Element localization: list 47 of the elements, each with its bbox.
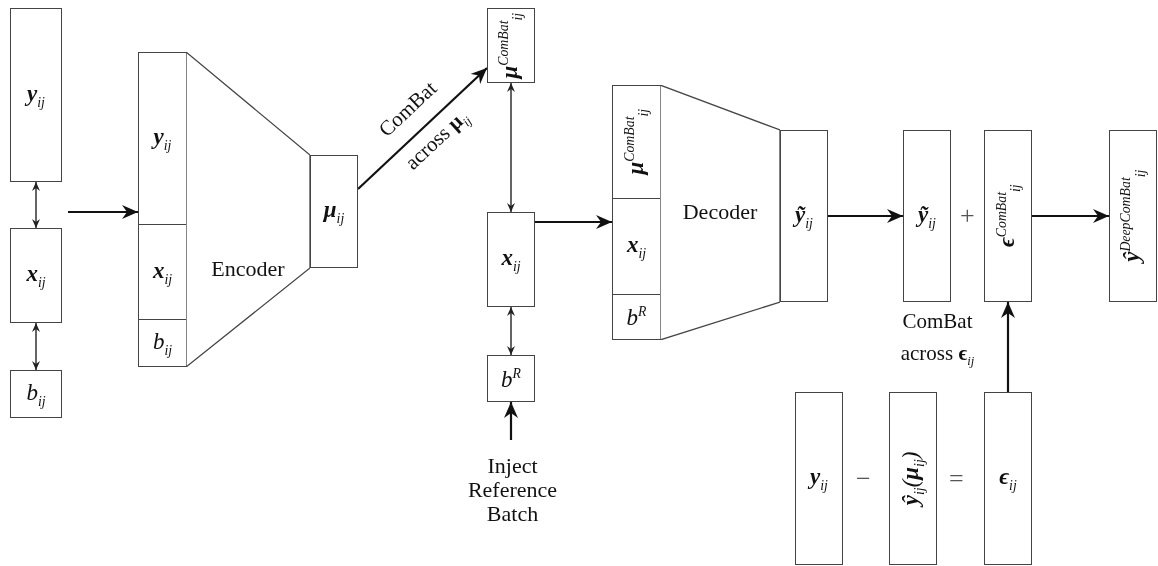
vector-box [10,228,62,323]
vector-box [10,8,62,182]
math-label: x$_{ij}$ [152,257,173,287]
minus-sign: − [856,466,871,492]
arrow [828,209,903,223]
arrow [535,215,612,229]
arrow [68,205,138,219]
vector-box [487,212,535,307]
math-label: μ$_{ij}$ [323,197,345,226]
arrow [1032,209,1109,223]
arrow [357,67,488,190]
vector-box [612,85,661,199]
math-label: y$_{ij}$ [153,124,172,153]
equals-sign: = [949,466,964,492]
edge-label: ComBat across ϵ$_{ij}$ [899,308,976,370]
vector-box [984,130,1032,302]
vector-box [138,319,187,367]
arrow [504,402,518,440]
math-label: b$_{ij}$ [26,379,46,409]
vector-box [612,294,661,340]
arrow [1001,302,1015,392]
vector-box [780,130,828,302]
vector-box [487,355,535,402]
double-arrow [507,306,515,356]
math-label: x$_{ij}$ [626,232,647,261]
vector-box [984,392,1032,565]
vector-box [903,130,951,302]
double-arrow [507,82,515,213]
vector-box [487,8,535,83]
double-arrow [32,322,40,371]
math-label: x$_{ij}$ [26,261,46,290]
math-label: x$_{ij}$ [501,245,521,274]
block-label: Decoder [682,200,758,225]
vector-box [10,370,62,418]
math-label: b$_{ij}$ [152,328,173,358]
vector-box [795,392,843,565]
vector-box [889,392,937,565]
math-label: b$^{R}$ [501,365,521,392]
note-text: Inject Reference Batch [466,453,559,527]
vector-box [310,155,358,268]
plus-sign: + [960,203,975,229]
math-label: b$^{R}$ [626,304,647,330]
math-label: ϵ$_{ij}$ [999,464,1017,493]
vector-box [138,52,187,225]
double-arrow [32,181,40,229]
vector-box [1109,130,1157,302]
block-label: Encoder [211,257,285,282]
